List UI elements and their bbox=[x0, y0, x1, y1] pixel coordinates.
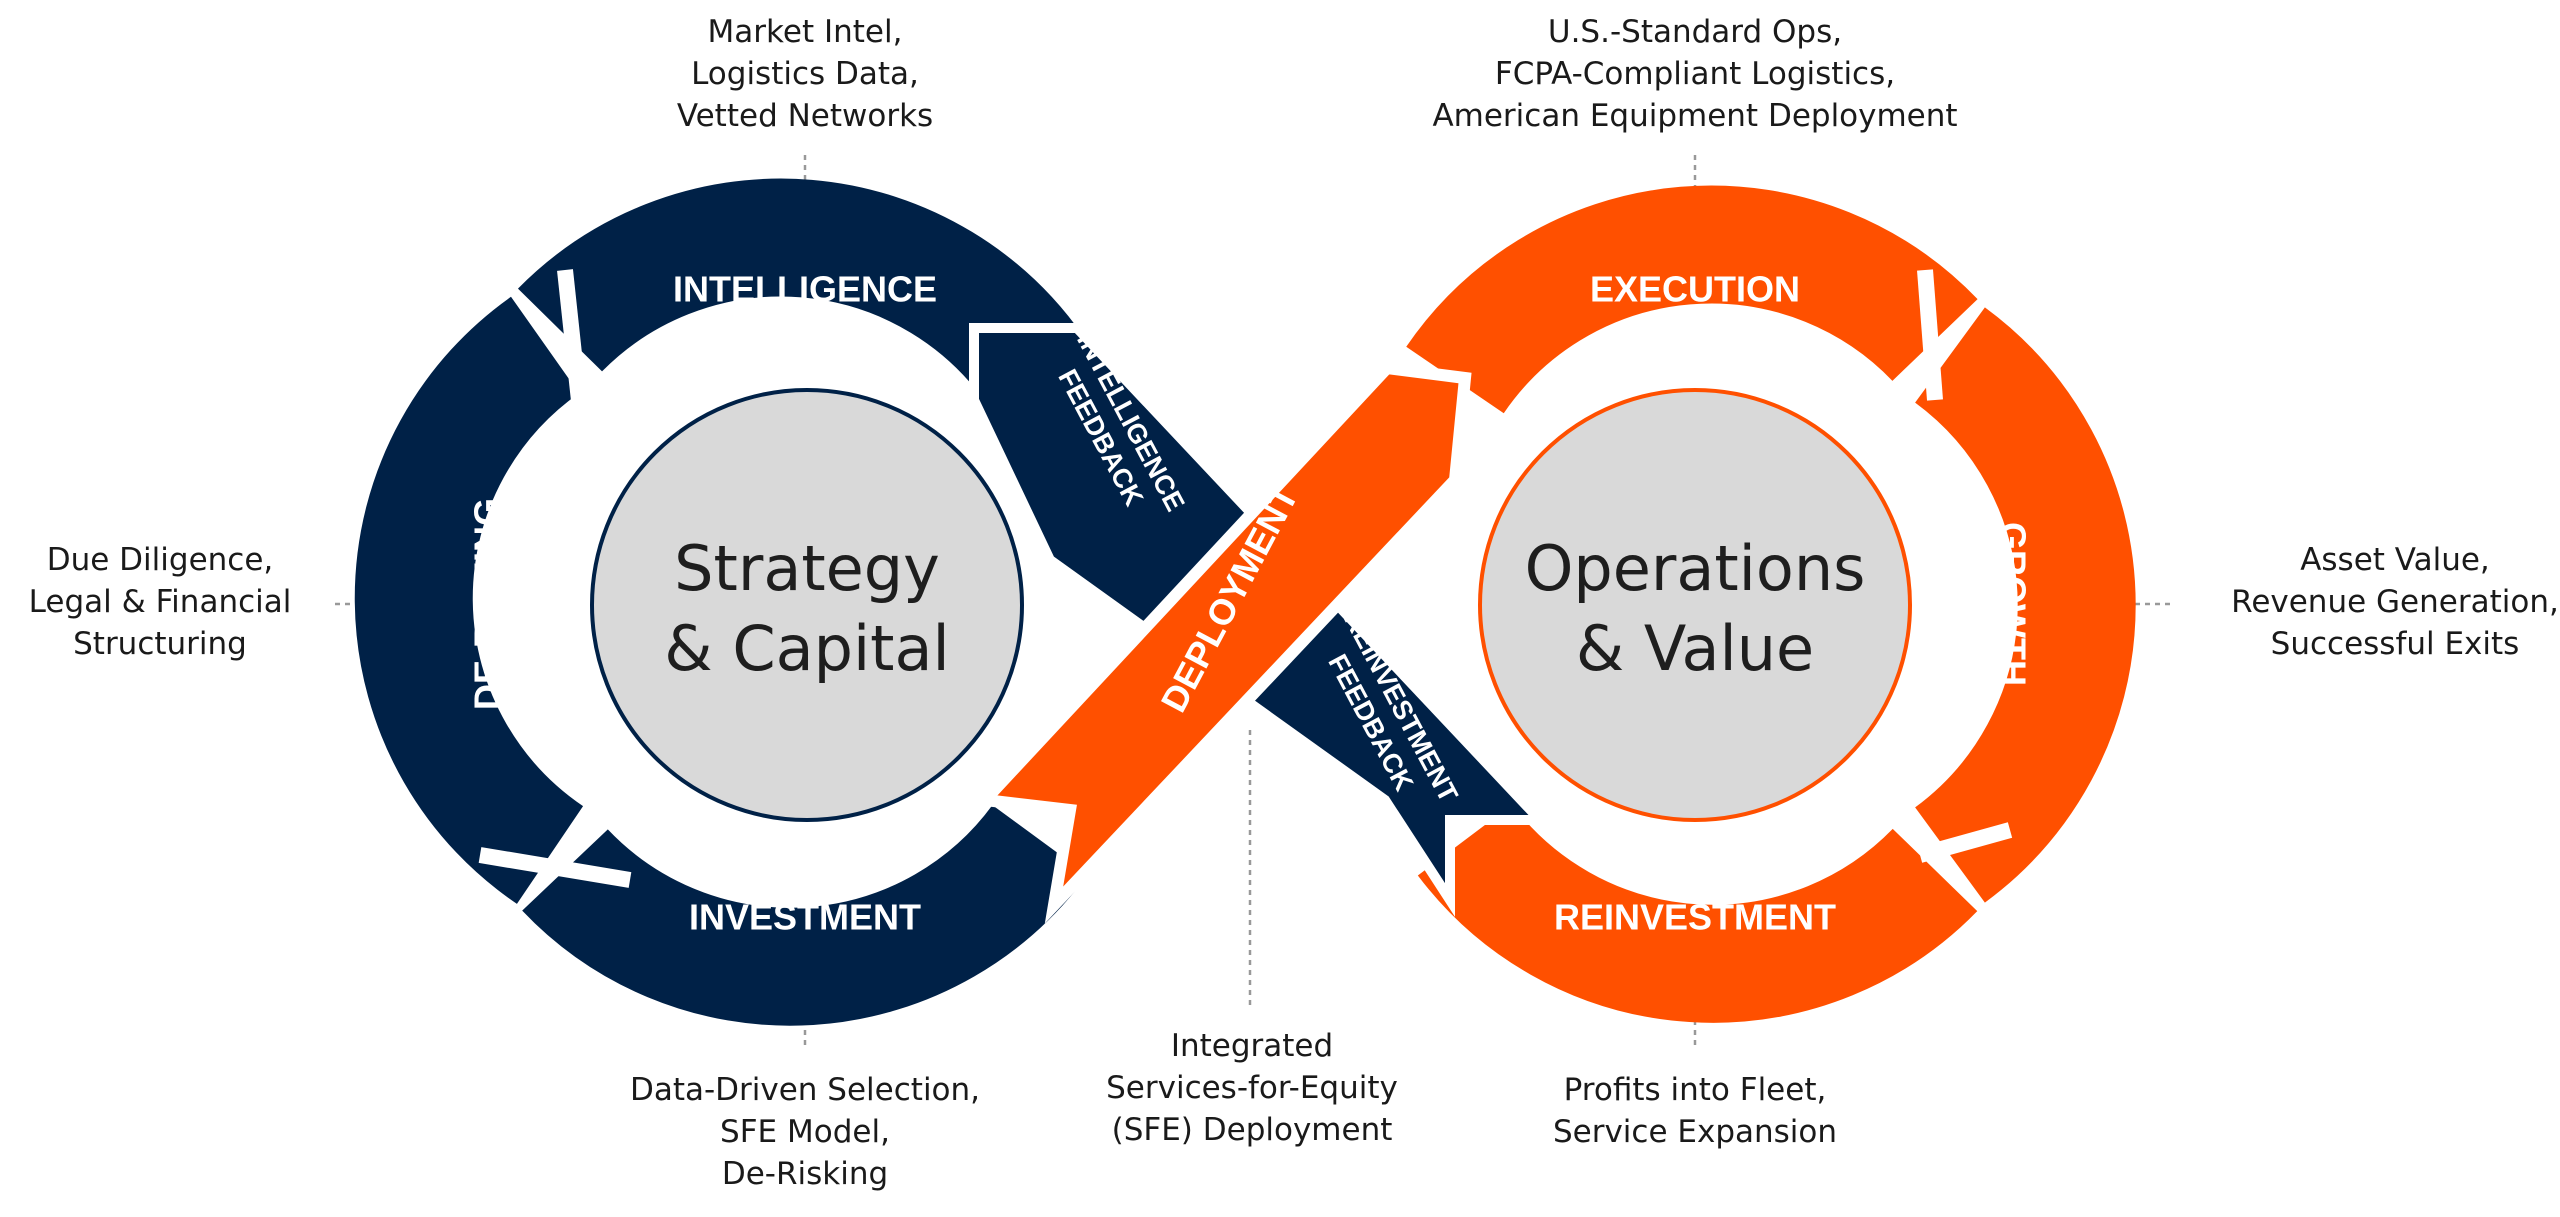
ring-segment-investment bbox=[522, 804, 1088, 1026]
ring-segment-reinvestment bbox=[1417, 803, 1978, 1023]
annotation-investment: Data-Driven Selection, SFE Model, De-Ris… bbox=[630, 1072, 980, 1192]
left-ring-gaps bbox=[478, 269, 632, 888]
ring-segment-de-risking bbox=[354, 296, 584, 904]
ring-segment-intelligence bbox=[518, 178, 1084, 405]
right-ring bbox=[1406, 185, 2136, 1023]
svg-text:Service Expansion: Service Expansion bbox=[1553, 1114, 1837, 1150]
stage-growth: GROWTH bbox=[1992, 522, 2033, 686]
hub-title-line: Strategy bbox=[674, 532, 940, 605]
svg-text:Structuring: Structuring bbox=[73, 626, 247, 662]
svg-text:Successful Exits: Successful Exits bbox=[2271, 626, 2520, 662]
svg-text:American Equipment Deployment: American Equipment Deployment bbox=[1432, 98, 1957, 134]
left-ring bbox=[354, 178, 1088, 1026]
stage-execution: EXECUTION bbox=[1590, 269, 1800, 310]
svg-text:SFE Model,: SFE Model, bbox=[720, 1114, 890, 1150]
strategy-capital-hub bbox=[590, 388, 1024, 822]
svg-text:Vetted Networks: Vetted Networks bbox=[677, 98, 933, 134]
stage-de-risking: DE-RISKING bbox=[467, 498, 508, 710]
svg-text:Legal & Financial: Legal & Financial bbox=[29, 584, 292, 620]
svg-text:FCPA-Compliant Logistics,: FCPA-Compliant Logistics, bbox=[1495, 56, 1895, 92]
annotation-growth: Asset Value, Revenue Generation, Success… bbox=[2231, 542, 2559, 662]
svg-text:(SFE) Deployment: (SFE) Deployment bbox=[1112, 1112, 1393, 1148]
svg-text:Services-for-Equity: Services-for-Equity bbox=[1106, 1070, 1398, 1106]
ring-segment-execution bbox=[1406, 185, 1978, 414]
svg-text:Integrated: Integrated bbox=[1171, 1028, 1333, 1064]
annotation-de-risking: Due Diligence, Legal & Financial Structu… bbox=[29, 542, 292, 662]
deployment-band bbox=[972, 361, 1472, 924]
hub-title-line: & Capital bbox=[664, 612, 949, 685]
svg-text:Due Diligence,: Due Diligence, bbox=[47, 542, 274, 578]
svg-text:Asset Value,: Asset Value, bbox=[2300, 542, 2490, 578]
annotation-deployment: Integrated Services-for-Equity (SFE) Dep… bbox=[1106, 1028, 1398, 1148]
svg-text:Profits into Fleet,: Profits into Fleet, bbox=[1564, 1072, 1827, 1108]
annotation-execution: U.S.-Standard Ops, FCPA-Compliant Logist… bbox=[1432, 14, 1957, 134]
stage-reinvestment: REINVESTMENT bbox=[1554, 897, 1836, 938]
svg-text:Logistics Data,: Logistics Data, bbox=[691, 56, 919, 92]
hub-title-line: & Value bbox=[1576, 612, 1814, 685]
stage-intelligence: INTELLIGENCE bbox=[673, 269, 937, 310]
right-ring-gaps bbox=[1917, 269, 2013, 863]
svg-text:Data-Driven Selection,: Data-Driven Selection, bbox=[630, 1072, 980, 1108]
annotation-intelligence: Market Intel, Logistics Data, Vetted Net… bbox=[677, 14, 933, 134]
hub-title-line: Operations bbox=[1525, 532, 1866, 605]
annotation-reinvestment: Profits into Fleet, Service Expansion bbox=[1553, 1072, 1837, 1150]
svg-text:Revenue Generation,: Revenue Generation, bbox=[2231, 584, 2559, 620]
svg-text:Market Intel,: Market Intel, bbox=[708, 14, 903, 50]
operations-value-hub bbox=[1478, 388, 1912, 822]
svg-text:U.S.-Standard Ops,: U.S.-Standard Ops, bbox=[1548, 14, 1842, 50]
stage-investment: INVESTMENT bbox=[689, 897, 921, 938]
svg-text:De-Risking: De-Risking bbox=[722, 1156, 888, 1192]
ring-segment-growth bbox=[1914, 307, 2136, 903]
